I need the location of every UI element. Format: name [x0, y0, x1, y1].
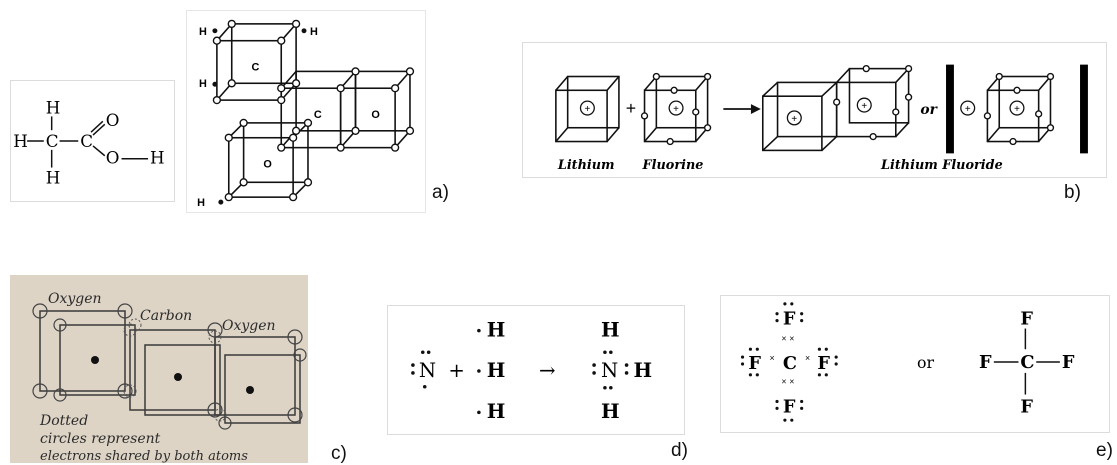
label-oxygen-left: Oxygen: [48, 291, 102, 307]
carbon-dioxide-cubes: Oxygen Carbon Oxygen Dotted circles repr…: [32, 291, 307, 463]
ammonia-reaction: N + H H H → H N H H: [411, 319, 652, 423]
label-fluorine: Fluorine: [642, 158, 704, 173]
svg-text:×: ×: [781, 333, 786, 343]
cubic-h-3: H: [199, 78, 207, 90]
svg-text:+: +: [585, 104, 591, 115]
atom-h-top: H: [46, 97, 61, 117]
caption-b: b): [1064, 182, 1081, 203]
plus-sign: +: [626, 98, 636, 118]
svg-text:×: ×: [805, 353, 810, 363]
svg-text:+: +: [965, 104, 971, 115]
note-line-3: electrons shared by both atoms: [40, 449, 248, 463]
atom-o-single: O: [106, 148, 120, 168]
svg-text:×: ×: [770, 353, 775, 363]
f-top: F: [783, 309, 796, 330]
caption-a: a): [432, 182, 449, 203]
caption-e: e): [1096, 440, 1113, 461]
cubic-atom-o-1: O: [371, 109, 379, 121]
atom-c-1: C: [46, 131, 59, 151]
svg-text:+: +: [861, 101, 867, 112]
atom-c-2: C: [80, 131, 93, 151]
arrow-d: →: [539, 359, 556, 382]
atom-h-2: H: [487, 359, 506, 382]
c-structural: C: [1020, 352, 1034, 373]
cubic-h-1: H: [199, 26, 207, 38]
cf4-lewis: F F C F F F F C F F or ××××××: [740, 302, 1075, 422]
cubic-atom-c-1: C: [252, 61, 260, 73]
cubic-atom-o-2: O: [263, 158, 271, 170]
caption-d: d): [671, 440, 688, 461]
panel-b-lithium-fluoride: + + + + + + + or Lithium Fluorine Lithium Flu…: [522, 42, 1107, 178]
c-center: C: [783, 353, 797, 374]
panel-a-cubic-model: H H H H C C O O: [186, 10, 426, 213]
label-lithium: Lithium: [557, 158, 615, 173]
panel-d-ammonia-lewis: N + H H H → H N H H: [387, 305, 685, 435]
f-bottom-structural: F: [1020, 396, 1033, 417]
or-label-e: or: [917, 353, 934, 372]
svg-text:×: ×: [789, 333, 794, 343]
atom-o-double: O: [106, 110, 120, 130]
svg-text:×: ×: [781, 377, 786, 387]
atom-h-bottom: H: [46, 167, 61, 187]
svg-text:+: +: [791, 114, 797, 125]
f-bottom: F: [783, 396, 796, 417]
label-lithium-fluoride: Lithium Fluoride: [880, 158, 1003, 173]
cubic-acetic-acid: H H H H C C O O: [197, 19, 415, 209]
panel-a-structural-formula: H H C C O O H H: [10, 80, 175, 202]
atom-h-6: H: [601, 400, 620, 423]
f-left: F: [748, 353, 761, 374]
panel-e-carbon-tetrafluoride: F F C F F F F C F F or ××××××: [720, 295, 1110, 433]
f-top-structural: F: [1020, 309, 1033, 330]
atom-h-left: H: [13, 131, 28, 151]
atom-h-1: H: [487, 319, 506, 342]
cubic-atom-c-2: C: [314, 109, 322, 121]
f-right-structural: F: [1062, 352, 1075, 373]
or-label: or: [920, 102, 938, 118]
cubic-h-2: H: [310, 26, 318, 38]
note-line-1: Dotted: [39, 413, 88, 429]
note-line-2: circles represent: [40, 431, 161, 447]
svg-text:×: ×: [789, 377, 794, 387]
svg-text:+: +: [1014, 104, 1020, 115]
label-carbon: Carbon: [140, 308, 192, 324]
atom-h-right: H: [150, 148, 165, 168]
svg-text:+: +: [673, 104, 679, 115]
atom-h-3: H: [487, 400, 506, 423]
bond-lines: [27, 116, 149, 168]
panel-c-carbon-dioxide-photo: Oxygen Carbon Oxygen Dotted circles repr…: [10, 275, 308, 463]
acetic-acid-formula: H H C C O O H H: [13, 97, 165, 187]
atom-n-2: N: [601, 359, 618, 382]
f-right: F: [817, 353, 830, 374]
plus-sign-d: +: [448, 359, 465, 382]
atom-h-5: H: [633, 359, 652, 382]
cubic-h-4: H: [197, 197, 205, 209]
lithium-fluoride-diagram: + + + + + + + or Lithium Fluorine Lithium Flu…: [555, 64, 1088, 173]
f-left-structural: F: [979, 352, 992, 373]
label-oxygen-right: Oxygen: [222, 318, 276, 334]
atom-h-4: H: [601, 319, 620, 342]
caption-c: c): [331, 443, 347, 464]
reaction-arrow: [723, 104, 761, 114]
atom-n-1: N: [419, 359, 436, 382]
